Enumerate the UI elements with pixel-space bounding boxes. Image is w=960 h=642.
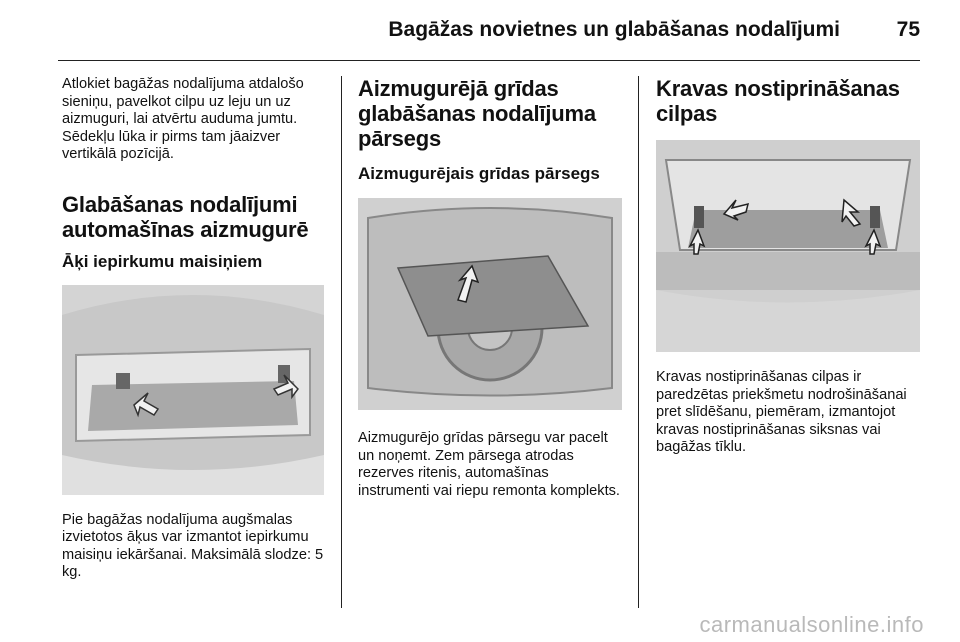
column-3: Kravas nostiprināšanas cilpas Kravas nos… xyxy=(656,76,922,457)
column-2: Aizmugurējā grīdas glabāšanas nodalījuma… xyxy=(358,76,622,500)
section-title-lashing-eyes: Kravas nostiprināšanas cilpas xyxy=(656,76,900,126)
section-title-rear-storage: Glabāšanas nodalījumi automašīnas aizmug… xyxy=(62,191,309,242)
watermark-text: carmanualsonline.info xyxy=(699,612,924,637)
subsection-title-bag-hooks: Āķi iepirkumu maisiņiem xyxy=(62,251,263,271)
lashing-eyes-caption: Kravas nostiprināšanas cilpas ir paredzē… xyxy=(656,369,907,455)
column-divider-1 xyxy=(341,76,342,608)
intro-paragraph: Atlokiet bagāžas nodalījuma atdalošo sie… xyxy=(62,76,304,162)
column-1: Atlokiet bagāžas nodalījuma atdalošo sie… xyxy=(62,76,324,582)
column-divider-2 xyxy=(638,76,639,608)
page-number: 75 xyxy=(896,18,920,41)
subsection-title-rear-floor-cover: Aizmugurējais grīdas pārsegs xyxy=(358,164,600,183)
floor-cover-photo xyxy=(358,198,622,410)
floor-cover-caption: Aizmugurējo grīdas pārsegu var pacelt un… xyxy=(358,430,620,499)
bag-hooks-caption: Pie bagāžas nodalījuma augšmalas izvieto… xyxy=(62,511,324,581)
header-divider xyxy=(58,60,920,61)
page-header: Bagāžas novietnes un glabāšanas nodalīju… xyxy=(0,0,960,62)
bag-hooks-photo xyxy=(62,284,324,495)
lashing-eyes-photo xyxy=(656,140,920,352)
section-title-floor-cover: Aizmugurējā grīdas glabāšanas nodalījuma… xyxy=(358,76,596,151)
page-title: Bagāžas novietnes un glabāšanas nodalīju… xyxy=(388,18,840,41)
